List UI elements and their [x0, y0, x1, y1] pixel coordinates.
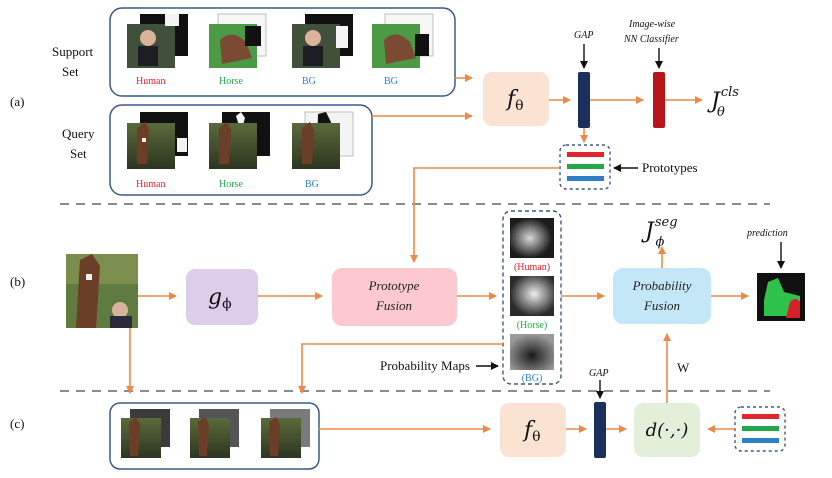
query-item-bg: BG: [305, 179, 319, 190]
prototype-horse-bar: [567, 164, 604, 169]
prototypes-label: Prototypes: [642, 160, 698, 175]
probability-fusion-label-1: Probability: [632, 278, 692, 293]
query-set-title-2: Set: [70, 146, 87, 161]
g-box: [186, 269, 258, 325]
classifier-label-2: NN Classifier: [623, 34, 679, 45]
masked-image-2: [190, 409, 239, 458]
classifier-label-1: Image-wise: [628, 19, 676, 30]
support-image-human: [127, 14, 188, 68]
g-label: gϕ: [208, 285, 232, 312]
prototype-horse-bar-c: [742, 426, 779, 431]
probability-fusion-label-2: Fusion: [643, 298, 680, 313]
support-set-title-2: Set: [62, 64, 79, 79]
support-image-horse: [209, 13, 267, 68]
support-set-title-1: Support: [52, 44, 94, 59]
arrow-maps-to-masked-set: [298, 343, 503, 394]
prototype-bg-bar: [567, 176, 604, 181]
support-item-horse: Horse: [219, 76, 243, 87]
w-label: W: [677, 360, 690, 375]
distance-label: d(·,·): [646, 420, 689, 441]
row-label-b: (b): [10, 274, 25, 289]
prob-map-human: [510, 218, 554, 258]
support-set-panel: [109, 7, 456, 97]
row-label-a: (a): [10, 94, 24, 109]
prob-map-horse: [510, 276, 554, 316]
query-image-human: [127, 112, 188, 169]
gap-bar-c: [594, 402, 606, 458]
row-label-c: (c): [10, 416, 24, 431]
prob-map-bg: [510, 334, 554, 370]
query-set-panel: [109, 104, 373, 196]
support-item-bg-1: BG: [302, 76, 316, 87]
support-image-bg-2: [372, 13, 434, 68]
prototype-fusion-label-1: Prototype: [368, 278, 420, 293]
prob-map-label-human: (Human): [514, 262, 550, 273]
prototype-human-bar-c: [742, 414, 779, 419]
prediction-label: prediction: [746, 228, 788, 239]
probability-maps-label: Probability Maps: [380, 358, 470, 373]
encoder-box-a: [483, 72, 549, 126]
gap-label-a: GAP: [574, 30, 593, 41]
query-image-horse: [209, 112, 270, 169]
gap-bar-a: [578, 72, 590, 128]
arrow-prototypes-to-fusion: [410, 167, 560, 263]
prob-map-label-bg: (BG): [522, 373, 543, 384]
prototype-fusion-label-2: Fusion: [375, 298, 412, 313]
query-item-horse: Horse: [219, 179, 243, 190]
gap-label-c: GAP: [589, 368, 608, 379]
prototype-bg-bar-c: [742, 438, 779, 443]
input-image: [66, 254, 138, 328]
support-item-human: Human: [136, 76, 165, 87]
encoder-box-c: [500, 403, 566, 457]
distance-box: [634, 403, 700, 457]
probability-fusion-box: [613, 268, 711, 324]
prototype-human-bar: [567, 152, 604, 157]
prediction-mask: [757, 273, 805, 321]
prototype-fusion-box: [332, 268, 457, 326]
support-item-bg-2: BG: [384, 76, 398, 87]
prob-map-label-horse: (Horse): [517, 320, 548, 331]
classifier-bar: [653, 72, 665, 128]
masked-image-1: [121, 409, 170, 458]
query-set-title-1: Query: [62, 126, 95, 141]
masked-image-3: [261, 409, 310, 458]
query-image-bg: [292, 111, 354, 169]
masked-image-panel: [109, 402, 320, 470]
query-item-human: Human: [136, 179, 165, 190]
support-image-bg-1: [292, 14, 353, 68]
